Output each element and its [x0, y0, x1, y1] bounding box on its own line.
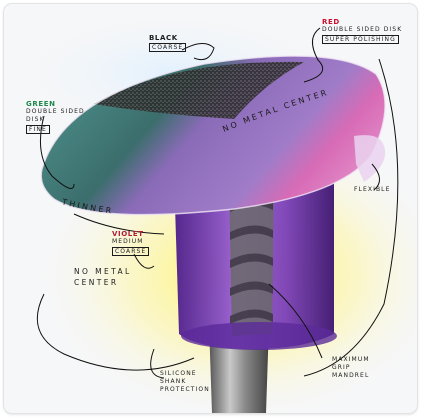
label-mandrel-line1: MAXIMUM — [332, 356, 370, 364]
label-violet: VIOLET MEDIUM COARSE — [112, 230, 149, 256]
label-mandrel: MAXIMUM GRIP MANDREL — [332, 356, 370, 380]
label-black-grade: COARSE — [149, 43, 186, 52]
label-no-metal-center-line2: CENTER — [74, 277, 132, 288]
label-mandrel-line2: GRIP — [332, 364, 370, 372]
label-flexible-text: FLEXIBLE — [354, 186, 391, 193]
label-black-name: BLACK — [149, 34, 186, 42]
label-violet-name: VIOLET — [112, 230, 149, 238]
label-red-grade: SUPER POLISHING — [322, 35, 399, 44]
label-mandrel-line3: MANDREL — [332, 372, 370, 380]
label-violet-grade: COARSE — [112, 247, 149, 256]
label-green-line1: DOUBLE SIDED — [26, 108, 85, 116]
label-red: RED DOUBLE SIDED DISK SUPER POLISHING — [322, 18, 402, 44]
label-green-name: GREEN — [26, 100, 85, 108]
label-red-name: RED — [322, 18, 402, 26]
hub-base — [181, 322, 337, 350]
label-silicone-line3: PROTECTION — [160, 386, 210, 394]
label-no-metal-center-line1: NO METAL — [74, 266, 132, 277]
label-no-metal-center: NO METAL CENTER — [74, 266, 132, 288]
label-green-grade: FINE — [26, 125, 50, 134]
label-silicone-line1: SILICONE — [160, 370, 210, 378]
label-flexible: FLEXIBLE — [354, 186, 391, 194]
label-silicone-line2: SHANK — [160, 378, 210, 386]
label-red-line1: DOUBLE SIDED DISK — [322, 26, 402, 34]
label-violet-line1: MEDIUM — [112, 238, 149, 246]
photo-frame: NO METAL CENTER THINNER BLACK COARSE RED… — [4, 4, 417, 413]
label-green-line2: DISK — [26, 116, 85, 124]
label-black: BLACK COARSE — [149, 34, 186, 52]
product-illustration: NO METAL CENTER THINNER — [4, 4, 417, 413]
label-silicone: SILICONE SHANK PROTECTION — [160, 370, 210, 394]
label-green: GREEN DOUBLE SIDED DISK FINE — [26, 100, 85, 134]
